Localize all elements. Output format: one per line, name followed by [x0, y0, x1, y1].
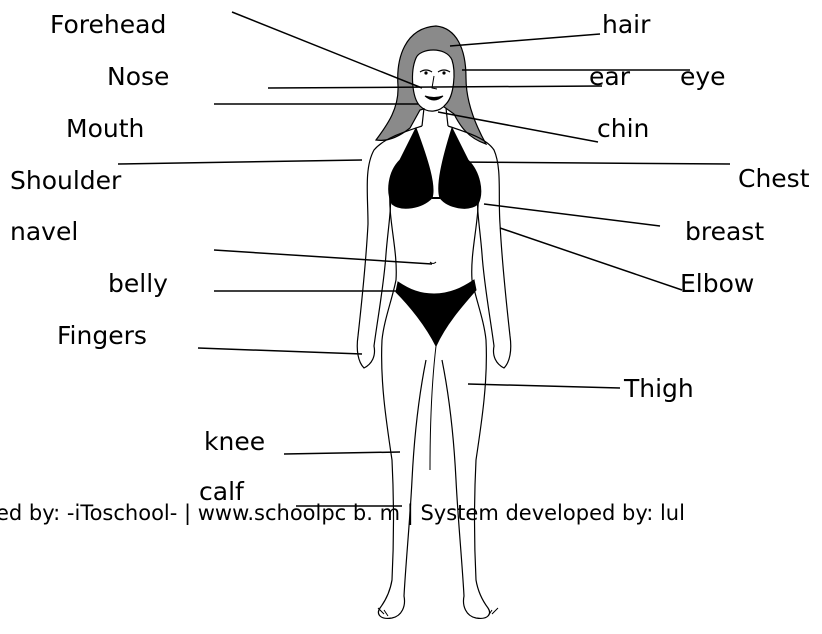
label-knee: knee [204, 429, 265, 454]
bikini-bottom [396, 280, 476, 346]
leader-nose [268, 86, 602, 88]
label-mouth: Mouth [66, 116, 144, 141]
label-chest: Chest [738, 166, 810, 191]
label-forehead: Forehead [50, 12, 166, 37]
label-belly: belly [108, 271, 168, 296]
label-fingers: Fingers [57, 323, 147, 348]
label-hair: hair [602, 12, 650, 37]
label-calf: calf [199, 479, 244, 504]
leader-hair [450, 34, 600, 46]
label-navel: navel [10, 219, 78, 244]
leader-navel [214, 250, 432, 264]
left-leg-outline [379, 340, 427, 618]
leader-elbow [500, 228, 682, 290]
leader-thigh [468, 384, 620, 388]
label-chin: chin [597, 116, 649, 141]
leader-shoulder [118, 160, 362, 164]
label-nose: Nose [107, 64, 169, 89]
right-leg-outline [442, 340, 490, 618]
leader-breast [484, 204, 660, 226]
label-shoulder: Shoulder [10, 168, 121, 193]
bikini-top [389, 128, 433, 208]
label-breast: breast [685, 219, 764, 244]
label-eye: eye [680, 64, 726, 89]
leader-knee [284, 452, 400, 454]
leader-forehead [232, 12, 422, 88]
leader-fingers [198, 348, 362, 354]
label-elbow: Elbow [680, 271, 754, 296]
leader-chest [450, 162, 730, 164]
label-ear: ear [589, 64, 630, 89]
label-thigh: Thigh [624, 376, 694, 401]
